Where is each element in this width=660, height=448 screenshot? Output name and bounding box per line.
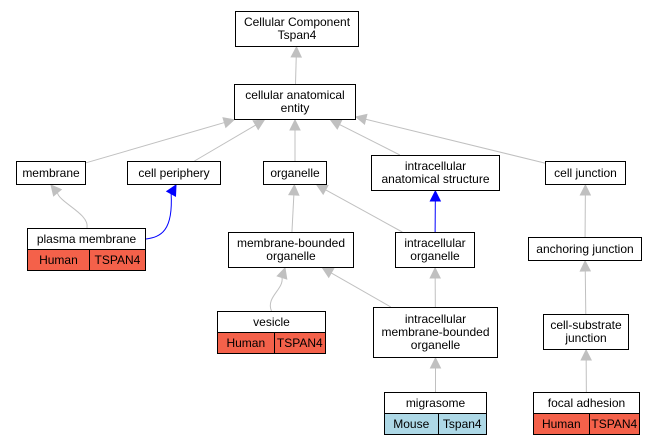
term-label-line: membrane — [22, 165, 80, 180]
term-node-cell-periphery[interactable]: cell periphery — [127, 161, 221, 185]
edge-arrowhead — [315, 184, 329, 196]
edge-line — [365, 118, 546, 164]
edge-arrowhead — [276, 266, 288, 280]
edge-arrowhead — [579, 183, 592, 196]
term-label-line: organelle — [266, 249, 316, 263]
edge-line — [194, 124, 256, 162]
term-label-line: cell junction — [554, 165, 617, 180]
species-tag: Human — [28, 250, 89, 270]
gene-tag: TSPAN4 — [588, 414, 639, 434]
edge-line — [584, 270, 587, 315]
edge-line — [291, 194, 295, 233]
edge-arrowhead — [321, 267, 335, 279]
term-label-line: cell-substrate — [550, 318, 622, 332]
term-node-organelle[interactable]: organelle — [263, 161, 327, 185]
term-label-line: organelle — [410, 249, 460, 263]
edge-arrowhead — [222, 117, 236, 129]
species-tag: Human — [534, 414, 589, 434]
term-label-line: membrane-bounded — [381, 325, 490, 339]
term-label-line: intracellular — [404, 236, 466, 250]
term-label-line: intracellular — [404, 159, 467, 173]
term-label: vesicle — [218, 312, 325, 332]
term-label: migrasome — [385, 393, 486, 413]
term-label-line: cell periphery — [138, 165, 210, 180]
term-label-line: intracellular — [404, 312, 467, 326]
edge-line — [330, 272, 392, 308]
gene-tag: TSPAN4 — [88, 250, 145, 270]
term-label-line: junction — [565, 331, 607, 345]
edge-arrowhead — [252, 119, 266, 131]
term-label-line: membrane-bounded — [236, 236, 346, 250]
species-tag: Mouse — [385, 414, 438, 434]
edge-line — [56, 192, 88, 229]
edge-line — [85, 122, 225, 164]
term-label-line: Tspan4 — [277, 28, 317, 42]
edge-arrowhead — [290, 45, 303, 58]
species-tag: Human — [218, 333, 274, 353]
term-label: focal adhesion — [534, 393, 639, 413]
edge-line — [145, 193, 172, 240]
term-label-line: organelle — [270, 165, 320, 180]
edge-line — [294, 56, 297, 85]
edge-arrowhead — [288, 183, 300, 196]
edge-arrowhead — [429, 266, 441, 279]
edge-arrowhead — [579, 259, 592, 272]
gene-tag: Tspan4 — [437, 414, 486, 434]
term-label: plasma membrane — [28, 229, 145, 249]
edge-line — [269, 277, 283, 312]
term-node-membrane[interactable]: membrane — [16, 161, 86, 185]
edge-arrowhead — [429, 356, 442, 369]
edge-arrowhead — [165, 184, 177, 197]
edge-arrowhead — [354, 113, 368, 126]
edge-arrowhead — [429, 189, 442, 202]
term-node-anchoring[interactable]: anchoring junction — [528, 237, 642, 261]
gene-tag: TSPAN4 — [273, 333, 325, 353]
term-label-line: entity — [280, 101, 310, 115]
edge-arrowhead — [329, 119, 343, 130]
term-label-line: organelle — [410, 338, 461, 352]
term-label-line: anatomical structure — [381, 172, 490, 186]
term-node-cell-junction[interactable]: cell junction — [545, 161, 626, 185]
edge-arrowhead — [580, 348, 592, 361]
edge-arrowhead — [289, 118, 301, 131]
edge-line — [339, 124, 401, 156]
edge-line — [325, 189, 403, 233]
term-label-line: anchoring junction — [536, 241, 634, 256]
edge-arrowhead — [50, 184, 63, 197]
term-label-line: Cellular Component — [243, 15, 351, 29]
term-label-line: cellular anatomical — [245, 88, 345, 102]
